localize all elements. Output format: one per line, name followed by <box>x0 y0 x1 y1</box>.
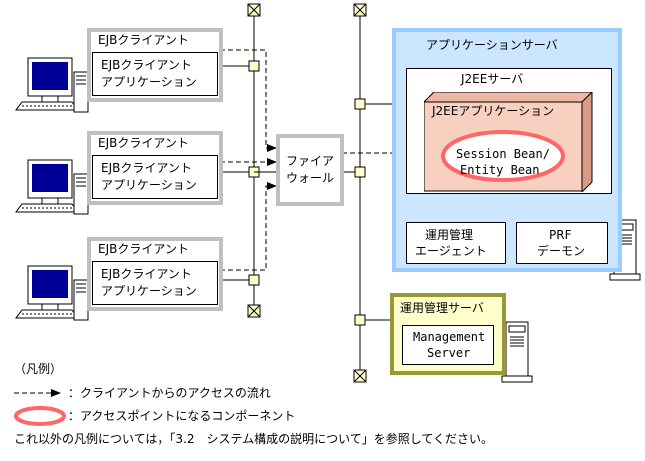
mgmt-server-machine-icon <box>501 321 533 383</box>
j2ee-application-label: J2EEアプリケーション <box>432 104 555 118</box>
legend-access-point-ellipse <box>14 406 66 426</box>
legend-flow-label: ：クライアントからのアクセスの流れ <box>68 386 271 400</box>
ejb-client-app-label: アプリケーション <box>101 75 197 89</box>
ejb-client-3: EJBクライアント EJBクライアント アプリケーション <box>87 237 223 311</box>
ejb-client-app-label: アプリケーション <box>101 284 197 298</box>
management-server-label: Management <box>413 330 486 344</box>
management-server: 運用管理サーバ Management Server <box>390 293 506 375</box>
terminator-left-bottom <box>247 304 261 318</box>
ejb-client-app: EJBクライアント アプリケーション <box>92 52 218 96</box>
terminator-left-top <box>247 3 261 17</box>
access-point-ellipse <box>441 130 565 182</box>
ejb-client-app-label: EJBクライアント <box>101 267 192 281</box>
ejb-client-1: EJBクライアント EJBクライアント アプリケーション <box>87 28 223 102</box>
j2ee-server-label: J2EEサーバ <box>461 72 524 86</box>
access-flow-arrow-1 <box>220 49 277 152</box>
ejb-client-title: EJBクライアント <box>98 136 189 150</box>
legend-access-point-label: ：アクセスポイントになるコンポーネント <box>68 409 296 423</box>
terminator-right-bottom <box>353 369 367 383</box>
node-client-1 <box>248 60 260 72</box>
firewall: ファイア ウォール <box>276 134 344 206</box>
bean-label: Entity Bean <box>460 163 540 177</box>
management-agent-label: エージェント <box>415 244 487 258</box>
prf-daemon-label: デーモン <box>537 244 586 258</box>
ejb-client-2: EJBクライアント EJBクライアント アプリケーション <box>87 131 223 205</box>
node-firewall <box>354 166 366 178</box>
prf-daemon: PRF デーモン <box>516 222 608 264</box>
ejb-client-app: EJBクライアント アプリケーション <box>92 155 218 199</box>
client-pc-icon <box>15 57 89 113</box>
client-pc-icon <box>15 159 89 215</box>
management-agent: 運用管理 エージェント <box>406 222 506 264</box>
node-app-server <box>354 98 366 110</box>
ejb-client-app-label: アプリケーション <box>101 178 197 192</box>
ejb-client-app-label: EJBクライアント <box>101 161 192 175</box>
firewall-label: ウォール <box>286 171 335 185</box>
access-flow-arrow-3 <box>220 182 277 271</box>
prf-daemon-label: PRF <box>549 228 572 242</box>
j2ee-application <box>424 92 593 192</box>
legend-heading: （凡例） <box>14 362 63 376</box>
application-server-title: アプリケーションサーバ <box>426 38 558 52</box>
legend-note: これ以外の凡例については，「3.2 システム構成の説明について」を参照してくださ… <box>14 432 494 446</box>
ejb-client-app-label: EJBクライアント <box>101 58 192 72</box>
bean-label: Session Bean/ <box>456 147 550 161</box>
ejb-client-title: EJBクライアント <box>98 242 189 256</box>
client-pc-icon <box>15 265 89 321</box>
application-server: アプリケーションサーバ J2EEサーバ J2EEアプリケーション Session… <box>392 28 622 272</box>
ejb-client-app: EJBクライアント アプリケーション <box>92 261 218 305</box>
management-server-title: 運用管理サーバ <box>400 301 484 315</box>
node-client-3 <box>248 274 260 286</box>
management-server-label: Server <box>427 346 471 360</box>
terminator-right-top <box>353 3 367 17</box>
management-agent-label: 運用管理 <box>425 228 474 242</box>
management-server-box: Management Server <box>402 325 494 365</box>
ejb-client-title: EJBクライアント <box>98 33 189 47</box>
node-mgmt-server <box>354 314 366 326</box>
firewall-label: ファイア <box>286 154 335 168</box>
